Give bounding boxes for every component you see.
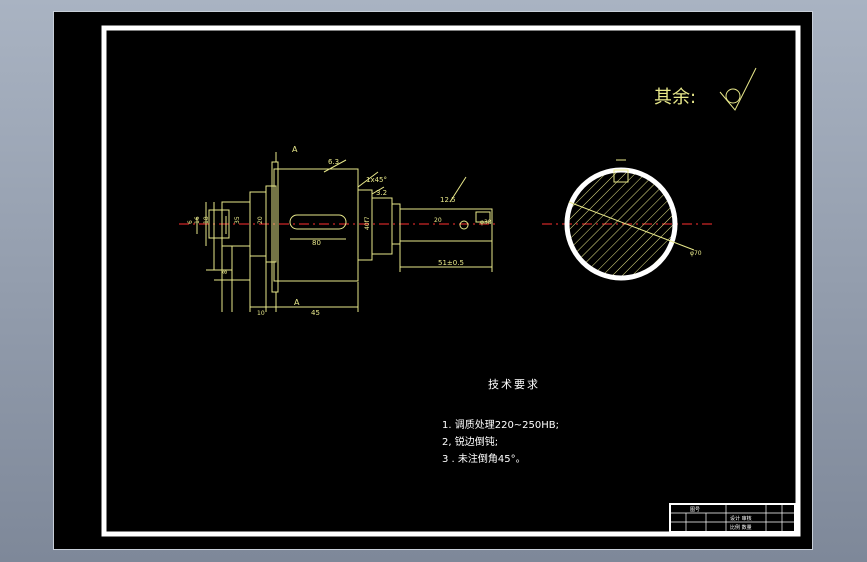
tech-item-1: 1. 调质处理220~250HB; [442, 419, 559, 431]
dim-d-10: 10 [257, 310, 265, 317]
dim-roughness-32: 3.2 [376, 189, 387, 197]
title-block-row1: 图号 [690, 507, 700, 513]
drawing-border [101, 25, 801, 537]
dim-d-35: 35 [234, 216, 241, 224]
section-label-top: A [292, 145, 298, 154]
shaft-main-view [208, 161, 493, 293]
dimension-lines [196, 152, 493, 312]
drawing-canvas: 其余: [101, 25, 801, 537]
roughness-symbol-icon [719, 67, 757, 111]
tech-requirements-title: 技术要求 [488, 378, 540, 391]
dim-length-45: 45 [311, 309, 320, 317]
drawing-viewport[interactable]: 其余: [53, 11, 813, 550]
dim-d-20: 20 [257, 216, 264, 224]
tech-item-3: 3 . 未注倒角45°。 [442, 452, 526, 465]
dim-roughness-125: 12.5 [440, 196, 456, 204]
dim-dia-70: φ70 [690, 250, 702, 257]
section-label-bottom: A [294, 298, 300, 307]
tech-item-2: 2, 锐边倒钝; [442, 435, 498, 448]
dim-d-16: 16 [194, 216, 201, 224]
dim-chamfer: 1x45° [366, 176, 387, 184]
dim-dia-40: 40f7 [364, 216, 371, 230]
dim-dia-38: φ38 [480, 219, 492, 226]
title-block: 图号 设计 审核 比例 数量 [669, 503, 796, 533]
cross-section-view: φ70 [542, 159, 714, 281]
dim-key-width: 20 [434, 217, 442, 224]
title-block-row3: 比例 数量 [730, 524, 752, 531]
roughness-label: 其余: [654, 87, 696, 108]
title-block-row2: 设计 审核 [730, 515, 752, 522]
dim-key-length: 80 [312, 239, 321, 247]
dim-d-8: 8 [222, 270, 229, 274]
dim-d-18: 18 [203, 216, 210, 224]
dim-length-51: 51±0.5 [438, 259, 464, 267]
dim-d-6: 6 [187, 220, 194, 224]
dim-roughness-63: 6.3 [328, 158, 339, 166]
